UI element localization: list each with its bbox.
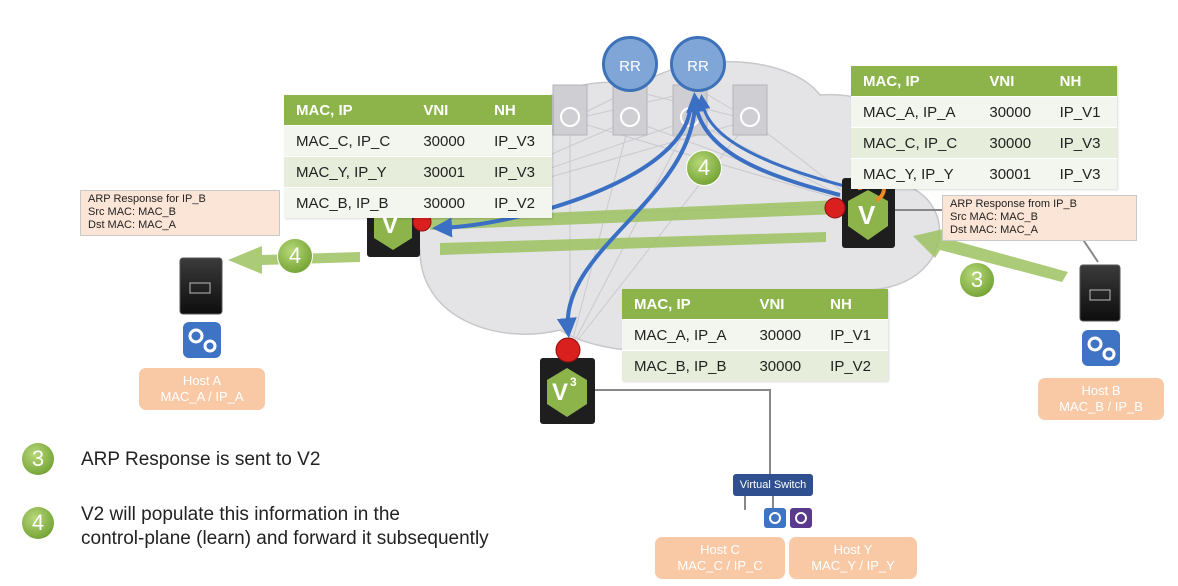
col-header: MAC, IP: [284, 95, 412, 126]
vtep-v3-index: 3: [570, 375, 577, 389]
col-header: MAC, IP: [622, 289, 748, 320]
step-badge-4-left: 4: [277, 238, 313, 274]
server-icon: [179, 257, 1121, 322]
vtep-v2-label: V: [858, 200, 876, 230]
col-header: VNI: [747, 289, 819, 320]
route-reflector-1: RR: [602, 36, 658, 92]
vtep-v1-label: V: [382, 212, 399, 239]
col-header: NH: [482, 95, 552, 126]
col-header: NH: [818, 289, 888, 320]
legend-badge-3: 3: [22, 443, 54, 475]
step-badge-3-right: 3: [959, 262, 995, 298]
route-reflector-2: RR: [670, 36, 726, 92]
col-header: VNI: [411, 95, 483, 126]
legend-text-4: V2 will populate this information in the…: [81, 504, 489, 549]
step-badge-4-center: 4: [686, 150, 722, 186]
col-header: NH: [1047, 66, 1117, 97]
gear-icon: [183, 322, 1120, 528]
control-plane-arrows: [432, 92, 861, 338]
vtep-switch-icon: [367, 178, 895, 424]
col-header: VNI: [977, 66, 1048, 97]
vtep-v3-label: V: [552, 379, 568, 406]
vtep-labels: V V 3: [552, 200, 876, 406]
host-links: [595, 209, 1099, 510]
legend-badge-4: 4: [22, 507, 54, 539]
virtual-switch: Virtual Switch: [733, 474, 813, 496]
legend-text-3: ARP Response is sent to V2: [81, 449, 321, 470]
col-header: MAC, IP: [851, 66, 978, 97]
